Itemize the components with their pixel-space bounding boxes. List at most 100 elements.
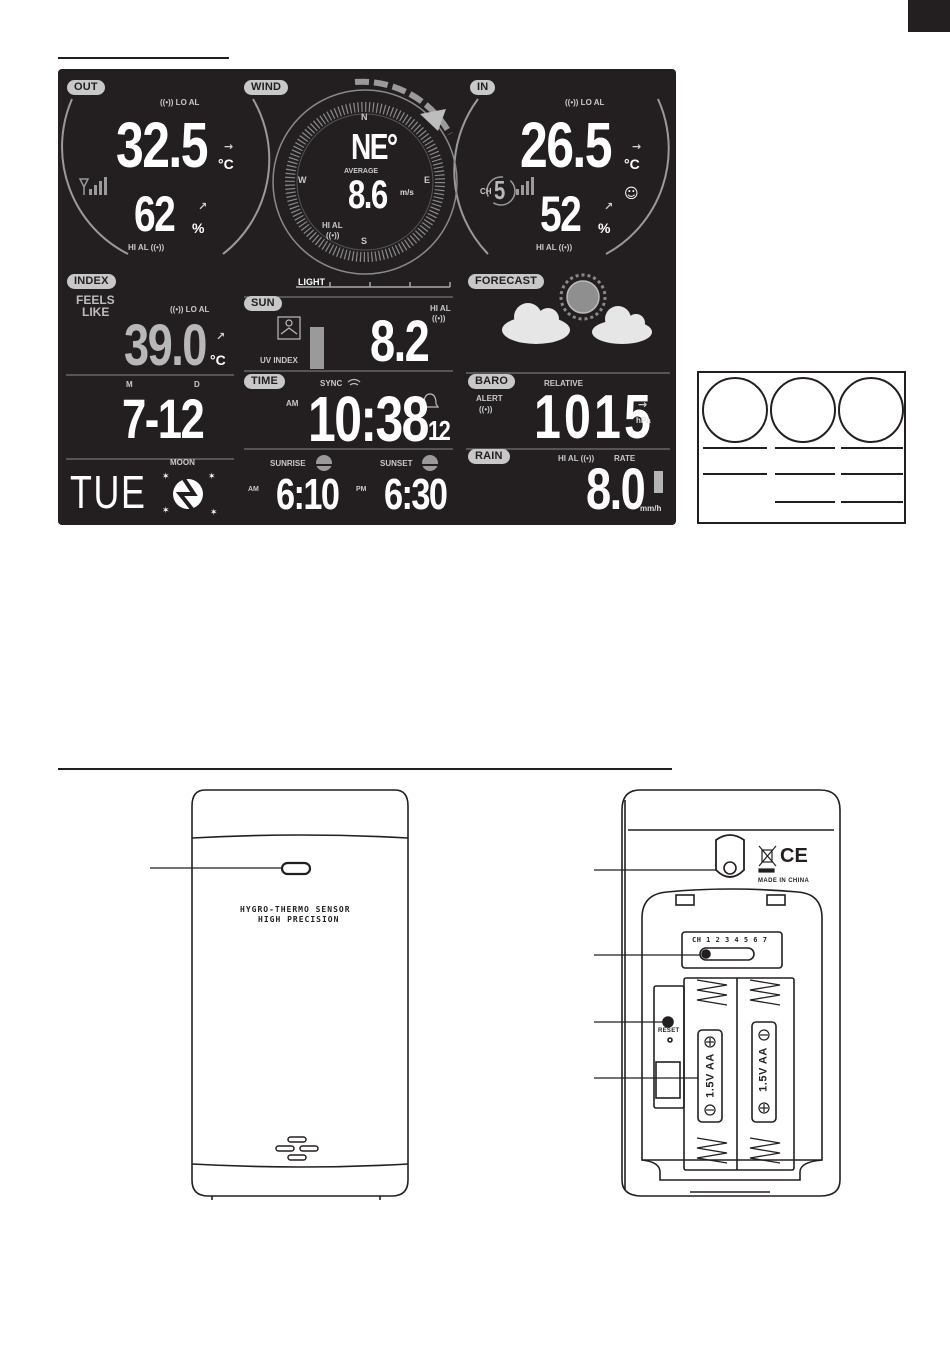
channel-circle-3 (838, 377, 904, 443)
channel-line-2b (775, 473, 835, 475)
sync-wifi-icon (347, 378, 361, 386)
time-value: 10:38 (308, 383, 429, 455)
back-sensor (594, 789, 841, 1197)
time-ampm: AM (286, 399, 299, 408)
out-temperature: 32.5 (116, 109, 208, 181)
out-hi-alert: HI AL ((•)) (128, 243, 165, 252)
out-temp-trend-arrow: → (224, 140, 234, 153)
svg-text:✶: ✶ (162, 506, 170, 516)
month-label: M (126, 380, 133, 389)
in-arc-left (453, 98, 489, 255)
rain-tag: RAIN (468, 449, 510, 464)
uv-person-icon (277, 316, 301, 340)
wind-south: S (361, 236, 368, 246)
front-sensor-title: HYGRO-THERMO SENSOR (240, 905, 351, 914)
baro-alert-label: ALERT (476, 394, 503, 403)
out-signal-icon (78, 177, 107, 195)
baro-alert-icon: ((•)) (479, 405, 493, 414)
wind-tag: WIND (244, 80, 289, 95)
alarm-bell-icon (420, 393, 440, 408)
wind-speed-unit: m/s (400, 188, 414, 197)
sunset-ampm: PM (356, 486, 367, 493)
moon-label: MOON (170, 458, 195, 467)
sunset-time: 6:30 (384, 470, 448, 519)
svg-text:✶: ✶ (210, 508, 218, 518)
light-label: LIGHT (298, 277, 325, 287)
in-temperature: 26.5 (520, 109, 612, 181)
wind-hi-alert-icon: ((•)) (326, 231, 340, 240)
uv-level-bar (310, 327, 324, 369)
in-hum-trend-arrow: ↗ (604, 200, 614, 213)
in-lo-alert: ((•)) LO AL (565, 98, 605, 107)
forecast-cloud-left (502, 303, 570, 344)
channel-circle-2 (770, 377, 836, 443)
out-temp-unit: °C (218, 156, 234, 172)
section-rule-top (58, 57, 229, 59)
out-hum-trend-arrow: ↗ (198, 200, 208, 213)
out-arc-right (222, 98, 271, 255)
in-arc-right (605, 98, 670, 255)
rain-unit: mm/h (640, 504, 662, 513)
compass-tick-ring (285, 102, 445, 262)
forecast-tag: FORECAST (468, 274, 545, 289)
front-sensor (150, 789, 409, 1200)
channel-cycle-icon (486, 176, 516, 206)
sunrise-time: 6:10 (276, 470, 340, 519)
in-comfort-icon: ☺ (624, 186, 639, 202)
in-humidity: 52 (540, 186, 582, 242)
forecast-cloud-right (592, 306, 652, 344)
channel-switch-label: CH 1 2 3 4 5 6 7 (692, 936, 768, 944)
baro-tag: BARO (468, 374, 516, 389)
wind-history-arc (354, 78, 453, 136)
wind-hi-alert: HI AL (322, 221, 343, 230)
in-tag: IN (470, 80, 496, 95)
channel-line-3b (775, 501, 835, 503)
in-temp-unit: °C (624, 156, 640, 172)
weekday-value: TUE (70, 466, 147, 518)
out-lo-alert: ((•)) LO AL (160, 98, 200, 107)
channel-line-1b (775, 447, 835, 449)
moon-phase-icon (173, 477, 203, 511)
compass-outer-ring (272, 89, 458, 275)
uv-index-value: 8.2 (370, 309, 430, 374)
lcd-graphics: ✶✶✶✶ (61, 78, 670, 518)
wind-direction: NE° (351, 126, 398, 167)
wind-average-label: AVERAGE (344, 168, 379, 175)
in-signal-icon (516, 177, 534, 195)
rain-value: 8.0 (586, 457, 646, 522)
sunrise-icon (312, 455, 336, 471)
rain-rate-label: RATE (614, 454, 636, 463)
sync-label: SYNC (320, 379, 343, 388)
wind-west: W (298, 175, 307, 185)
index-trend-arrow: ↗ (216, 330, 226, 343)
battery-1-label: 1.5V AA (704, 1053, 717, 1098)
channel-line-2c (841, 473, 903, 475)
uv-index-label: UV INDEX (260, 356, 298, 365)
moon-stars: ✶✶✶✶ (162, 472, 218, 518)
channel-line-3c (841, 501, 903, 503)
in-hi-alert: HI AL ((•)) (536, 243, 573, 252)
in-temp-trend-arrow: → (632, 140, 642, 153)
front-vent-icon (275, 1136, 319, 1161)
channel-line-1c (841, 447, 903, 449)
reset-label: RESET (658, 1028, 680, 1034)
out-humidity: 62 (134, 186, 176, 242)
battery-polarity-icons (704, 1029, 770, 1116)
index-unit: °C (210, 352, 226, 368)
time-seconds: 12 (428, 415, 451, 446)
in-hum-unit: % (598, 220, 611, 236)
wind-direction-pointer (420, 109, 446, 131)
rain-hi-alert: HI AL ((•)) (558, 454, 595, 463)
compass-inner-ring (296, 113, 434, 251)
channel-circle-1 (702, 377, 768, 443)
channel-label-box (697, 371, 906, 524)
wind-speed: 8.6 (348, 173, 388, 217)
lcd-display: ✶✶✶✶ OUT ((•)) LO AL 32.5 → °C 62 ↗ % HI… (58, 69, 676, 525)
date-value: 7-12 (122, 387, 205, 450)
baro-relative-label: RELATIVE (544, 379, 583, 388)
feels-like-label-2: LIKE (82, 305, 110, 319)
wind-north: N (361, 112, 368, 122)
rain-rate-bar (654, 471, 663, 493)
in-channel-label: CH (480, 187, 492, 196)
battery-2-label: 1.5V AA (757, 1047, 770, 1092)
